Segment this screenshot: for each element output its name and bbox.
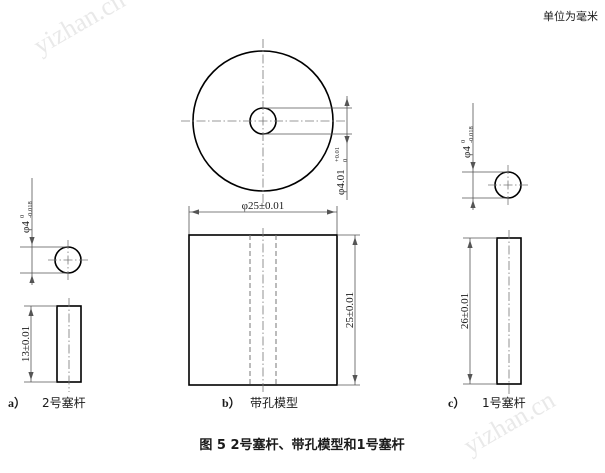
hole-tol-upper: +0.01: [334, 147, 341, 162]
part-c-front-view: 26±0.01: [459, 230, 522, 394]
a-dim-arrow-bottom: [29, 275, 35, 283]
a-len-arrow-bottom: [28, 372, 34, 380]
c-dim-arrow-top: [470, 162, 476, 170]
a-dim-value: φ4: [20, 221, 32, 233]
watermark-top-left: yizhan.cn: [29, 0, 130, 60]
part-c-letter: c）: [448, 395, 465, 410]
hole-dim-value: φ4.01: [335, 169, 347, 195]
part-a-front-view: 13±0.01: [20, 298, 82, 392]
part-b-circle-view: φ4.01 +0.01 0: [181, 39, 352, 203]
c-diameter-label: φ4 0 -0.018: [460, 126, 475, 158]
part-a-circle-view: φ4 0 -0.018: [19, 178, 88, 285]
c-len-arrow-top: [467, 240, 473, 248]
b-height-arrow-bottom: [352, 375, 358, 383]
hole-dim-arrow-top: [344, 98, 350, 106]
part-c-caption: c） 1号塞杆: [448, 395, 526, 410]
a-length-label: 13±0.01: [20, 326, 32, 362]
a-len-arrow-top: [28, 308, 34, 316]
b-height-label: 25±0.01: [344, 292, 356, 328]
c-tol-upper: 0: [460, 140, 467, 143]
c-length-label: 26±0.01: [459, 293, 471, 329]
c-dim-value: φ4: [461, 146, 473, 158]
a-diameter-label: φ4 0 -0.018: [19, 201, 34, 233]
part-a-letter: a）: [8, 395, 26, 410]
c-dim-arrow-bottom: [470, 200, 476, 208]
hole-dimension-label: φ4.01 +0.01 0: [334, 147, 349, 195]
b-width-arrow-right: [327, 209, 335, 215]
part-c-circle-view: φ4 0 -0.018: [460, 103, 528, 210]
part-a-caption: a） 2号塞杆: [8, 395, 86, 410]
a-tol-upper: 0: [19, 215, 26, 218]
part-b-letter: b）: [222, 395, 241, 410]
b-width-label: φ25±0.01: [242, 200, 285, 212]
hole-tol-lower: 0: [342, 159, 349, 162]
figure-caption: 图 5 2号塞杆、带孔模型和1号塞杆: [199, 437, 404, 453]
b-width-arrow-left: [191, 209, 199, 215]
a-tol-lower: -0.018: [27, 201, 34, 218]
part-b-title: 带孔模型: [250, 396, 298, 410]
a-dim-arrow-top: [29, 237, 35, 245]
part-b-front-view: φ25±0.01 25±0.01: [188, 200, 360, 392]
part-c-title: 1号塞杆: [482, 395, 526, 410]
hole-dim-arrow-bottom: [344, 136, 350, 144]
c-tol-lower: -0.018: [468, 126, 475, 143]
part-a-title: 2号塞杆: [42, 395, 86, 410]
part-b-caption: b） 带孔模型: [222, 395, 298, 410]
c-len-arrow-bottom: [467, 374, 473, 382]
unit-note: 单位为毫米: [543, 9, 598, 23]
b-height-arrow-top: [352, 237, 358, 245]
